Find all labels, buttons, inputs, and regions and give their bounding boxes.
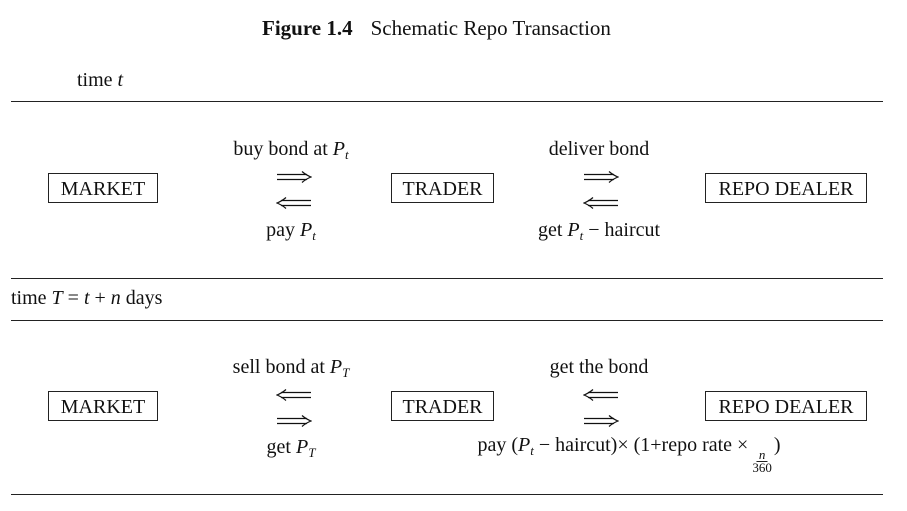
n-var: n: [110, 287, 121, 309]
get-text: get: [266, 436, 296, 458]
deliver-bond-label: deliver bond: [548, 138, 650, 160]
price-sub: t: [579, 228, 584, 243]
time-T-label: time T = t + n days: [11, 287, 162, 310]
price-sub: t: [530, 443, 534, 458]
market-box-row2: MARKET: [48, 391, 158, 421]
equals-sign: =: [62, 287, 84, 309]
rule-bottom: [11, 494, 883, 495]
days-text: days: [120, 287, 163, 309]
price-var: P: [518, 434, 531, 456]
time-T-var: T: [51, 287, 63, 309]
get-text: get: [537, 219, 568, 241]
left-double-arrow-icon: [276, 197, 312, 209]
price-var: P: [332, 138, 346, 160]
price-sub: t: [345, 147, 349, 162]
buy-bond-label: buy bond at Pt: [233, 138, 348, 161]
trader-box-row2: TRADER: [391, 391, 494, 421]
price-var: P: [300, 219, 313, 241]
close-paren: ): [773, 434, 781, 456]
figure-number: Figure 1.4: [262, 16, 353, 40]
price-var: P: [295, 436, 309, 458]
sell-text: sell bond at: [232, 356, 330, 378]
fraction-numerator: n: [756, 447, 768, 462]
right-double-arrow-icon: [276, 171, 312, 183]
pay-text: pay: [266, 219, 301, 241]
left-double-arrow-icon: [583, 197, 619, 209]
repo-dealer-box-row2: REPO DEALER: [705, 391, 867, 421]
time-variable: t: [117, 69, 124, 91]
right-double-arrow-icon: [583, 415, 619, 427]
haircut-repo-rate-text: − haircut)× (1+repo rate ×: [533, 434, 749, 456]
market-box-row1: MARKET: [48, 173, 158, 203]
right-double-arrow-icon: [276, 415, 312, 427]
fraction-denominator: 360: [752, 460, 772, 475]
sell-bond-label: sell bond at PT: [233, 356, 350, 379]
figure-title: Schematic Repo Transaction: [370, 16, 611, 40]
haircut-text: − haircut: [583, 219, 661, 241]
time-word: time: [77, 69, 113, 91]
price-sub: T: [308, 445, 316, 460]
buy-text: buy bond at: [233, 138, 333, 160]
right-double-arrow-icon: [583, 171, 619, 183]
left-double-arrow-icon: [583, 389, 619, 401]
pay-price-label: pay Pt: [266, 219, 316, 242]
price-var: P: [567, 219, 580, 241]
get-price-label: get PT: [267, 436, 316, 459]
plus-sign: +: [89, 287, 111, 309]
price-sub: t: [312, 228, 316, 243]
rule-middle-top: [11, 278, 883, 279]
rule-middle-bottom: [11, 320, 883, 321]
pay-prefix: pay (: [477, 434, 519, 456]
trader-box-row1: TRADER: [391, 173, 494, 203]
get-price-haircut-label: get Pt − haircut: [538, 219, 660, 242]
time-t-label: time t: [77, 69, 123, 92]
rule-top: [11, 101, 883, 102]
time-t-var: t: [83, 287, 90, 309]
repo-dealer-box-row1: REPO DEALER: [705, 173, 867, 203]
left-double-arrow-icon: [276, 389, 312, 401]
price-var: P: [329, 356, 343, 378]
price-sub: T: [342, 365, 350, 380]
figure-caption: Figure 1.4 Schematic Repo Transaction: [262, 16, 611, 41]
time-word: time: [11, 287, 47, 309]
get-the-bond-label: get the bond: [549, 356, 649, 378]
